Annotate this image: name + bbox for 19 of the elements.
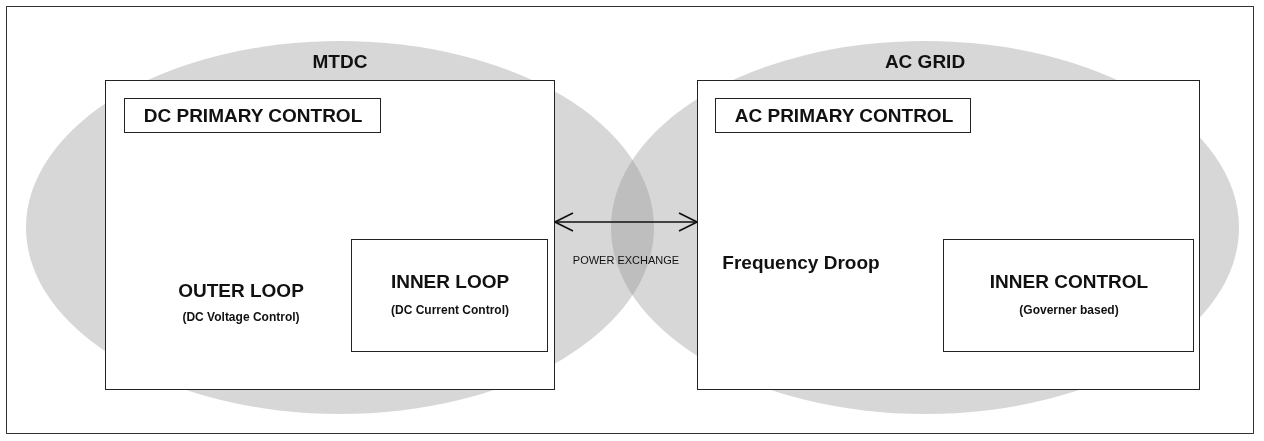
heading-text: INNER LOOP [390, 271, 510, 293]
subtitle-text: (Governer based) [1019, 303, 1119, 317]
heading-text: AC GRID [884, 51, 966, 73]
heading-text: Frequency Droop [722, 252, 880, 274]
subtitle-text: (DC Current Control) [391, 303, 509, 317]
double-arrow [554, 212, 698, 232]
subtitle-text: (DC Voltage Control) [182, 310, 300, 324]
control-box [715, 98, 971, 133]
control-box [351, 239, 548, 352]
heading-text: MTDC [312, 51, 368, 73]
heading-text: OUTER LOOP [178, 280, 304, 302]
heading-text: AC PRIMARY CONTROL [734, 105, 954, 127]
edge-label: POWER EXCHANGE [572, 254, 680, 266]
control-box [105, 80, 555, 390]
control-box [124, 98, 381, 133]
heading-text: INNER CONTROL [989, 271, 1149, 293]
control-box [697, 80, 1200, 390]
heading-text: DC PRIMARY CONTROL [143, 105, 363, 127]
control-box [943, 239, 1194, 352]
